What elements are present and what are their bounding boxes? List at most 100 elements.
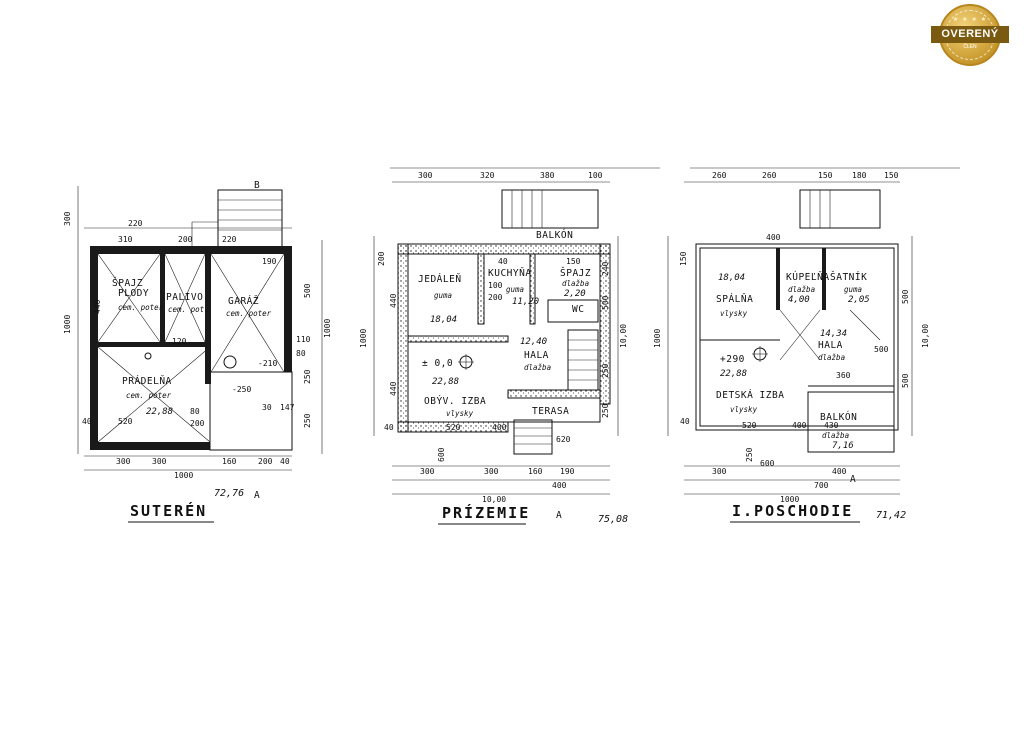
plan-area-suteren: 72,76	[214, 488, 244, 499]
room-kupelna-area: 4,00	[788, 295, 810, 305]
dim-bottom-0: 300	[116, 457, 131, 466]
room-detska-finish: vlysky	[730, 405, 758, 414]
room-pradelna-area: 22,88	[146, 407, 173, 417]
room-kuchyna-area: 11,20	[512, 297, 539, 307]
dim-top-1: 220	[128, 219, 143, 228]
dim-bottom-3: 200	[258, 457, 273, 466]
room-pradelna-label: PRÁDELŇA	[122, 375, 172, 387]
plan-poschodie: 18,04 SPÁLŇA vlysky KÚPEĽŇA dlažba 4,00 …	[653, 171, 930, 523]
dim-right-2: 500	[901, 373, 910, 388]
dim-right-0: 500	[303, 283, 312, 298]
dim-right-1: 10,00	[921, 324, 930, 348]
stair-outside	[191, 189, 283, 249]
dim-misc-7: 200	[190, 419, 205, 428]
section-mark-a: A	[556, 510, 562, 521]
dim-top-1: 320	[480, 171, 495, 180]
plan-title-prizemie: PRÍZEMIE	[442, 503, 530, 522]
room-garaz-label: GARÁŽ	[228, 295, 259, 307]
plan-area-poschodie: 71,42	[876, 510, 906, 521]
dim-left-2: 40	[680, 417, 690, 426]
room-balkon-1-label: BALKÓN	[820, 411, 857, 423]
dim-bottom-0: 300	[712, 467, 727, 476]
dim-total: 1000	[174, 471, 193, 480]
dim-misc-3: -250	[232, 385, 251, 394]
dim-misc-5: 400	[792, 421, 807, 430]
dim-misc-4: 200	[488, 293, 503, 302]
room-kuchyna-finish: guma	[506, 285, 524, 294]
dim-bottom-4: 40	[280, 457, 290, 466]
balcony-top	[799, 189, 881, 229]
room-obyv-level: ± 0,0	[422, 358, 453, 369]
section-mark-a: A	[254, 490, 260, 501]
room-spajz-label: ŠPAJZ	[112, 277, 143, 289]
room-obyv-finish: vlysky	[446, 409, 474, 418]
dim-right-3: 250	[303, 413, 312, 428]
room-hala-p-finish: dlažba	[524, 363, 551, 372]
plan-title-suteren: SUTERÉN	[130, 501, 207, 520]
room-kupelna-finish: dlažba	[788, 285, 815, 294]
room-hala-1-area: 14,34	[820, 329, 847, 339]
dim-misc-5: 150	[566, 257, 581, 266]
dim-bottom-1: 300	[152, 457, 167, 466]
plan-area-prizemie: 75,08	[598, 514, 628, 525]
room-kuchyna-label: KUCHYŇA	[488, 267, 532, 279]
plan-suteren: ŠPAJZ PLODY cem. poter PALIVO cem. pot. …	[63, 180, 332, 523]
dim-right-4: 250	[601, 403, 610, 418]
room-jedalen-label: JEDÁLEŇ	[418, 273, 462, 285]
dim-top-2: 380	[540, 171, 555, 180]
room-satnik-finish: guma	[844, 285, 862, 294]
dim-bottom-2: 160	[528, 467, 543, 476]
dim-misc-0: 110	[296, 335, 311, 344]
room-jedalen-finish: guma	[434, 291, 452, 300]
room-spalna-finish: vlysky	[720, 309, 748, 318]
dim-misc-6: 500	[874, 345, 889, 354]
dim-bottom-3: 190	[560, 467, 575, 476]
room-hala-p-area: 12,40	[520, 337, 547, 347]
dim-right-1: 250	[303, 369, 312, 384]
dim-left-1: 440	[389, 293, 398, 308]
plan-prizemie: BALKÓN JEDÁLEŇ guma 18,04 KUCHYŇA guma 1…	[359, 171, 628, 525]
room-spajz-p-label: ŠPAJZ	[560, 267, 591, 279]
dim-left-0: 150	[679, 251, 688, 266]
badge-sublabel: ČLEN	[963, 44, 977, 50]
dim-misc-1: 400	[766, 233, 781, 242]
dim-bottom-1: 300	[484, 467, 499, 476]
balcony-stair	[501, 189, 599, 229]
section-mark-a: A	[850, 474, 856, 485]
dim-misc-4: 30	[262, 403, 272, 412]
dim-total: 10,00	[482, 495, 506, 504]
section-mark-b: B	[254, 180, 260, 191]
dim-left-2: 1000	[63, 315, 72, 334]
dim-top-3: 180	[852, 171, 867, 180]
dim-left-2: 1000	[359, 329, 368, 348]
dim-misc-6: 80	[190, 407, 200, 416]
dim-misc-2: -210	[258, 359, 277, 368]
dim-bottom-4: 400	[552, 481, 567, 490]
dim-bottom-2: 1000	[780, 495, 799, 504]
dim-right-0: 240	[601, 261, 610, 276]
dim-top-2: 200	[178, 235, 193, 244]
room-detska-level: +290	[720, 354, 745, 365]
room-balkon-1-area: 7,16	[832, 441, 854, 451]
dim-right-0: 500	[901, 289, 910, 304]
room-spajz-finish: cem. poter	[118, 303, 164, 312]
room-palivo-label: PALIVO	[166, 292, 203, 303]
dim-top-2: 150	[818, 171, 833, 180]
dim-top-0: 300	[418, 171, 433, 180]
dim-misc-1: 80	[296, 349, 306, 358]
room-wc-label: WC	[572, 304, 584, 315]
room-jedalen-area: 18,04	[430, 315, 457, 325]
dim-misc-0: 600	[437, 447, 446, 462]
dim-misc-6: 40	[498, 257, 508, 266]
room-balkon-label: BALKÓN	[536, 229, 573, 241]
verified-member-badge: ★ ★ ★ ★ OVERENÝ ČLEN	[931, 4, 1009, 66]
room-spajz-p-area: 2,20	[564, 289, 586, 299]
room-garaz-finish: cem. poter	[226, 309, 272, 318]
room-hala-1-label: HALA	[818, 340, 843, 351]
room-kupelna-label: KÚPEĽŇA	[786, 271, 830, 283]
room-detska-area: 22,88	[720, 369, 747, 379]
dim-left-4: 40	[384, 423, 394, 432]
dim-right-2: 1000	[323, 319, 332, 338]
dim-left-1: 1000	[653, 329, 662, 348]
